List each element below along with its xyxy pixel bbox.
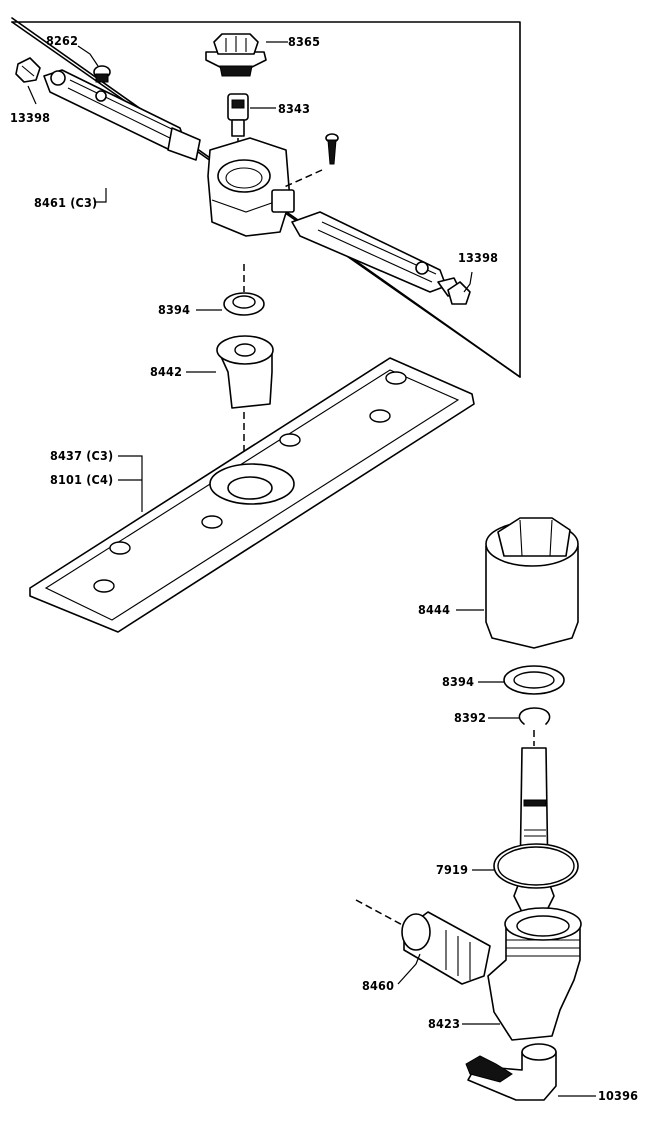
nut-8444 xyxy=(485,517,579,649)
housing-8423 xyxy=(487,907,582,1041)
label-8442: 8442 xyxy=(150,364,182,379)
spray-arm-left xyxy=(15,57,201,161)
cap-13398-right xyxy=(447,281,471,305)
label-8461: 8461 (C3) xyxy=(34,195,97,210)
label-8262: 8262 xyxy=(46,33,78,48)
shaft xyxy=(513,747,555,917)
screw xyxy=(325,133,339,165)
base-plate xyxy=(29,357,475,633)
label-8365: 8365 xyxy=(288,34,320,49)
spray-arm-hub xyxy=(207,137,295,237)
label-10396: 10396 xyxy=(598,1088,638,1103)
label-8101: 8101 (C4) xyxy=(50,472,113,487)
axis-line-screw xyxy=(281,169,323,189)
label-8444: 8444 xyxy=(418,602,450,617)
bearing-8442 xyxy=(216,335,274,409)
clip-8392 xyxy=(518,707,551,725)
hose-connector-8460 xyxy=(355,899,491,985)
spray-arm-right xyxy=(291,211,461,297)
label-13398-right: 13398 xyxy=(458,250,498,265)
label-13398-top: 13398 xyxy=(10,110,50,125)
label-8394-bottom: 8394 xyxy=(442,674,474,689)
nozzle-8262 xyxy=(93,65,111,83)
label-8343: 8343 xyxy=(278,101,310,116)
label-8437: 8437 (C3) xyxy=(50,448,113,463)
o-ring-7919 xyxy=(493,843,579,889)
label-7919: 7919 xyxy=(436,862,468,877)
elbow-10396 xyxy=(465,1043,557,1101)
bushing-8343 xyxy=(227,93,249,137)
washer-8394-top xyxy=(223,292,265,316)
washer-8394-bottom xyxy=(503,665,565,695)
label-8392: 8392 xyxy=(454,710,486,725)
leader-lines xyxy=(27,41,596,1097)
cap-8365 xyxy=(205,33,267,77)
label-8394-top: 8394 xyxy=(158,302,190,317)
label-8423: 8423 xyxy=(428,1016,460,1031)
label-8460: 8460 xyxy=(362,978,394,993)
